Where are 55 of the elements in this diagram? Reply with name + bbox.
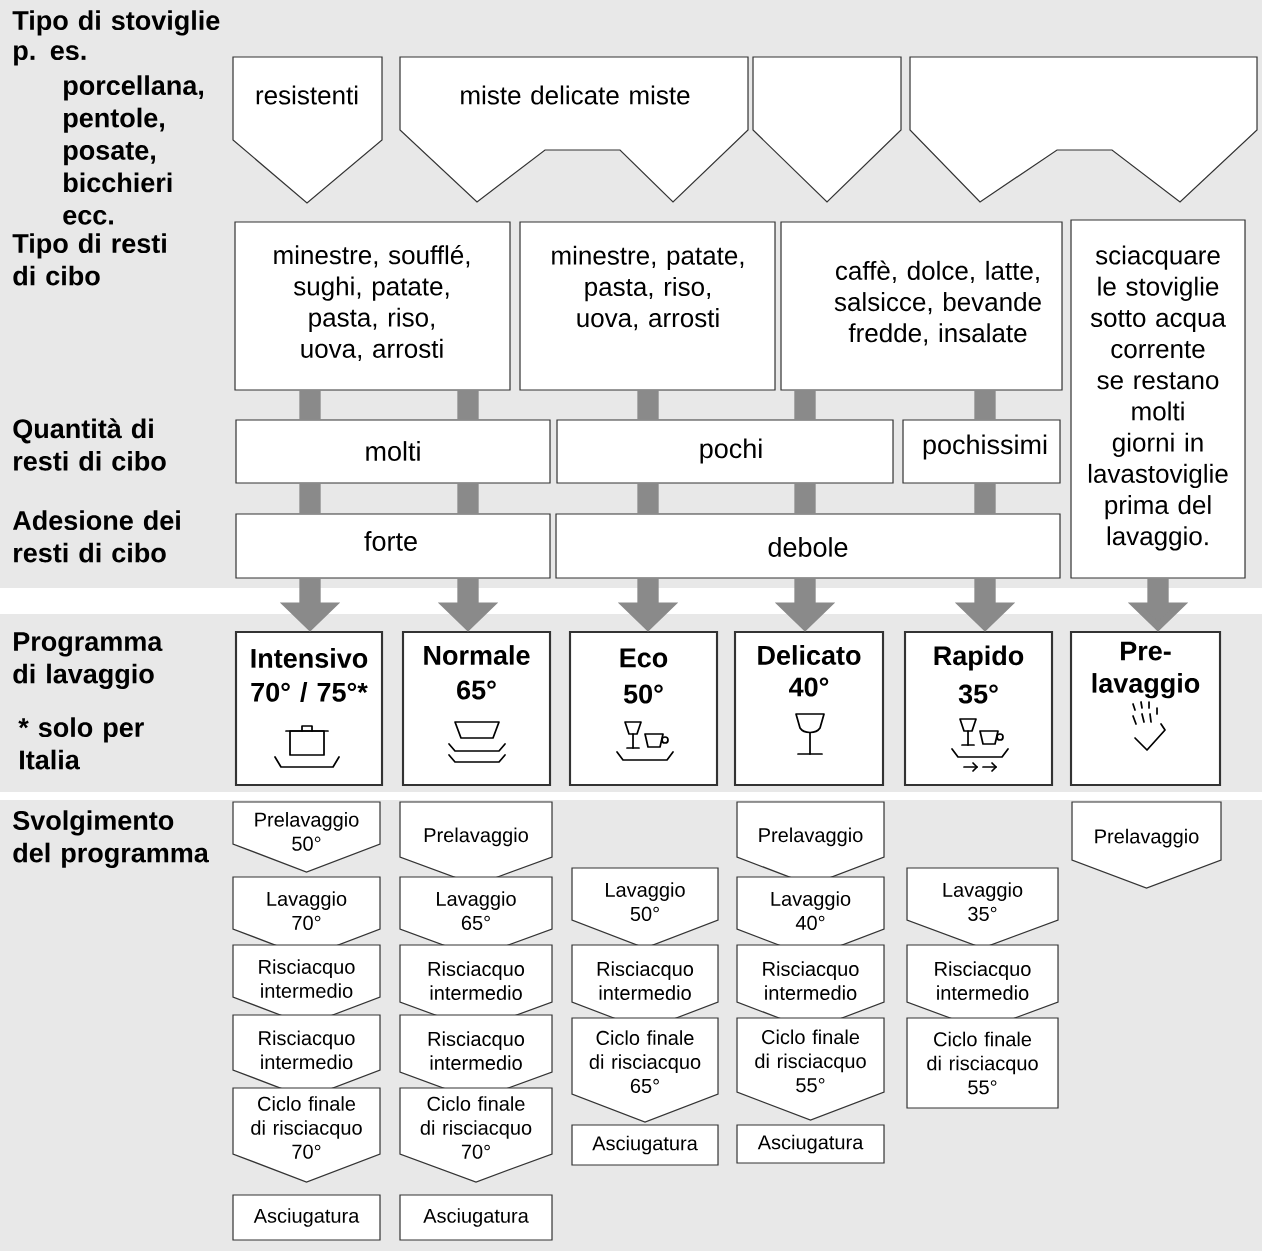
step-arrow-box: Prelavaggio	[736, 801, 885, 886]
row-label: Tipo di stoviglie	[12, 10, 220, 36]
step-arrow-box: Ciclo finale di risciacquo 70°	[232, 1087, 381, 1183]
row-label: porcellana, pentole, posate, bicchieri ecc.	[63, 75, 203, 225]
food-box: minestre, patate, pasta, riso, uova, arrosti	[519, 221, 776, 391]
step-arrow-box: Ciclo finale di risciacquo 70°	[399, 1087, 553, 1183]
row-label: Programma di lavaggio	[13, 632, 163, 689]
connector-bar	[299, 483, 321, 514]
step-arrow-box: Lavaggio 35°	[906, 867, 1059, 949]
step-box: Asciugatura	[399, 1194, 553, 1241]
pentagon-box	[752, 56, 902, 203]
connector-bar	[794, 483, 816, 514]
step-arrow-box: Prelavaggio	[399, 801, 553, 886]
program-box: Intensivo 70° / 75°*	[234, 630, 384, 787]
connector-bar	[457, 483, 479, 514]
program-box: Delicato 40°	[733, 630, 885, 787]
row-label: p. es.	[14, 45, 86, 66]
double-pentagon-box	[909, 56, 1258, 203]
connector-bar	[637, 390, 659, 420]
step-arrow-box: Lavaggio 40°	[736, 876, 885, 958]
double-pentagon-box: miste delicate miste	[399, 56, 749, 203]
connector-bar	[637, 483, 659, 514]
step-arrow-box: Prelavaggio 50°	[232, 801, 381, 873]
connector-bar	[299, 390, 321, 420]
row-label: Svolgimento del programma	[13, 810, 209, 868]
step-box: Ciclo finale di risciacquo 55°	[906, 1017, 1059, 1109]
quantity-box: pochi	[556, 419, 894, 484]
food-box: caffè, dolce, latte, salsicce, bevande fredde, insalate	[780, 221, 1063, 391]
quantity-box: molti	[235, 419, 551, 484]
adhesion-box: forte	[235, 513, 551, 579]
row-label: Quantità di resti di cibo	[13, 418, 166, 471]
step-arrow-box: Prelavaggio	[1071, 801, 1222, 889]
program-box: Eco 50°	[568, 630, 719, 787]
row-label: * solo per Italia	[18, 717, 144, 770]
quantity-box: pochissimi	[902, 419, 1061, 484]
note-box: sciacquare le stoviglie sotto acqua corrente se restano molti giorni in lavastoviglie prima del lavaggio.	[1070, 219, 1246, 579]
step-arrow-box: Lavaggio 65°	[399, 876, 553, 958]
program-box: Normale 65°	[401, 630, 552, 787]
step-box: Asciugatura	[736, 1124, 885, 1164]
pentagon-box: resistenti	[232, 56, 383, 204]
connector-bar	[974, 390, 996, 420]
connector-bar	[974, 483, 996, 514]
connector-bar	[794, 390, 816, 420]
connector-bar	[457, 390, 479, 420]
step-arrow-box: Ciclo finale di risciacquo 55°	[736, 1017, 885, 1121]
row-label: Tipo di resti di cibo	[12, 233, 166, 286]
food-box: minestre, soufflé, sughi, patate, pasta, riso, uova, arrosti	[234, 221, 511, 391]
step-box: Asciugatura	[571, 1124, 719, 1166]
step-arrow-box: Lavaggio 50°	[571, 867, 719, 949]
program-box: Rapido 35°	[903, 630, 1054, 787]
step-box: Asciugatura	[232, 1194, 381, 1241]
row-label: Adesione dei resti di cibo	[12, 510, 180, 563]
step-arrow-box: Lavaggio 70°	[232, 876, 381, 958]
adhesion-box: debole	[555, 513, 1061, 579]
program-box: Pre-lavaggio	[1069, 630, 1222, 787]
